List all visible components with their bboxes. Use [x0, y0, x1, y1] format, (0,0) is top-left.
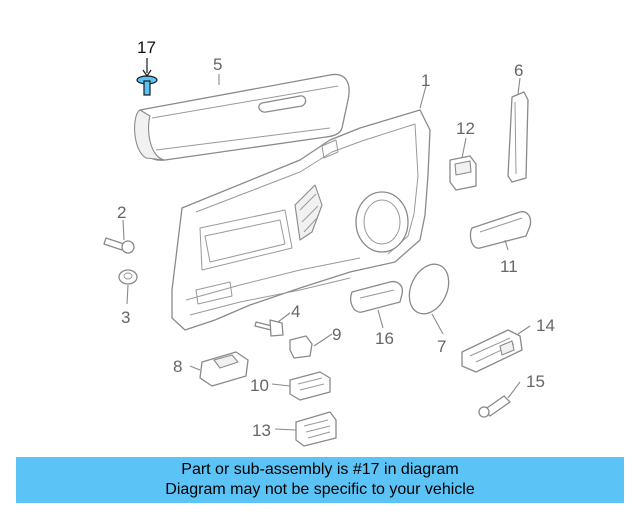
part-13-switch-assembly[interactable]	[295, 411, 337, 447]
callout-labels: 17 5 1 6 12 2 11 3 4 9 16 7 14 8 10 15 1…	[117, 38, 555, 440]
callout-15[interactable]: 15	[526, 372, 545, 391]
callout-14[interactable]: 14	[536, 316, 555, 335]
callout-1[interactable]: 1	[421, 71, 430, 90]
callout-4[interactable]: 4	[291, 302, 300, 321]
callout-3[interactable]: 3	[121, 308, 130, 327]
callout-10[interactable]: 10	[250, 376, 269, 395]
callout-13[interactable]: 13	[252, 421, 271, 440]
part-3-grommet[interactable]	[118, 269, 138, 285]
callout-17[interactable]: 17	[137, 38, 156, 57]
part-12-switch[interactable]	[449, 155, 477, 191]
part-15-bulb[interactable]	[478, 395, 511, 418]
callout-11[interactable]: 11	[500, 257, 518, 276]
leader-lines	[122, 74, 531, 431]
part-6-pillar-trim[interactable]	[507, 91, 529, 183]
callout-5[interactable]: 5	[213, 55, 222, 74]
callout-6[interactable]: 6	[514, 61, 523, 80]
part-4-bolt[interactable]	[254, 319, 284, 337]
callout-2[interactable]: 2	[117, 203, 126, 222]
callout-9[interactable]: 9	[332, 325, 341, 344]
part-7-speaker-cover[interactable]	[402, 258, 457, 320]
callout-8[interactable]: 8	[173, 357, 182, 376]
info-banner: Part or sub-assembly is #17 in diagram D…	[16, 457, 624, 503]
part-16-pull-handle[interactable]	[350, 280, 404, 313]
part-9-clip[interactable]	[289, 335, 313, 359]
banner-line-2: Diagram may not be specific to your vehi…	[165, 481, 475, 498]
callout-16[interactable]: 16	[375, 329, 394, 348]
part-1-door-panel[interactable]	[171, 109, 431, 331]
part-17-clip[interactable]	[136, 58, 158, 96]
banner-line-1: Part or sub-assembly is #17 in diagram	[181, 461, 459, 478]
callout-12[interactable]: 12	[456, 119, 475, 138]
part-8-switch-base[interactable]	[199, 351, 249, 387]
part-5-armrest[interactable]	[134, 73, 350, 161]
part-10-switch[interactable]	[289, 371, 331, 401]
callout-7[interactable]: 7	[437, 337, 446, 356]
part-14-handle-housing[interactable]	[461, 329, 523, 373]
part-2-push-pin[interactable]	[103, 237, 135, 254]
part-11-handle-cover[interactable]	[469, 211, 532, 249]
